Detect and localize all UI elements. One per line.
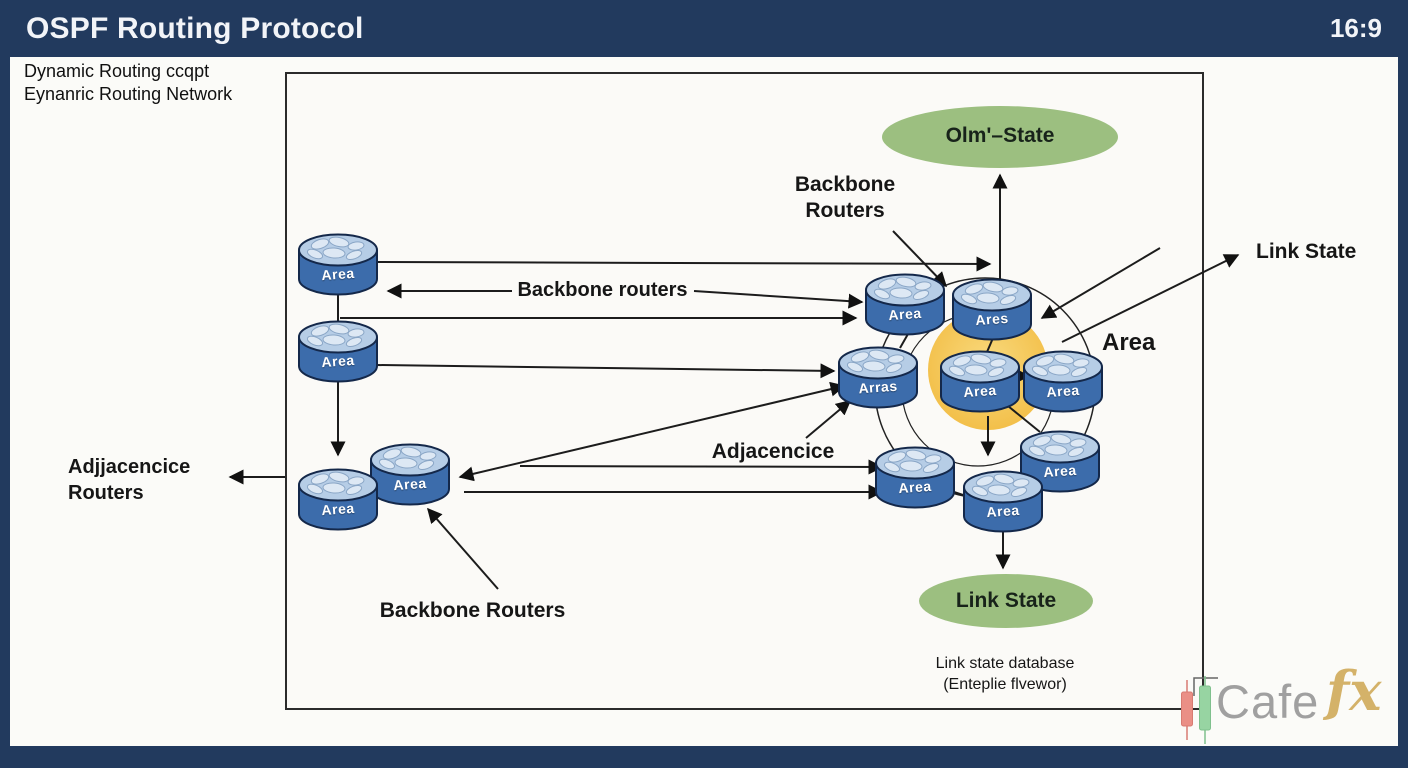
label-adjacency-center: Adjacencice [711, 440, 835, 463]
label-olm-state: Olm'–State [945, 124, 1055, 147]
watermark-cafe-text: Cafe [1216, 675, 1320, 728]
label-line: (Enteplie flvewor) [943, 676, 1067, 693]
candlestick-icon [1181, 676, 1218, 744]
cafefx-watermark: Cafe fx [1178, 664, 1402, 748]
label-area-right: Area [1102, 329, 1156, 356]
label-link-state-bottom: Link State [955, 589, 1057, 612]
label-line: Routers [805, 199, 885, 222]
label-line: Backbone [794, 173, 896, 196]
subtitle-line-1: Dynamic Routing ccqpt [24, 61, 210, 81]
label-link-state-database: Link state database (Enteplie flvewor) [900, 653, 1110, 695]
label-backbone-routers-mid: Backbone routers [517, 279, 688, 301]
label-adjacency-routers-left: Adjjacencice Routers [68, 454, 190, 506]
label-line: Link state database [935, 655, 1075, 672]
label-backbone-routers-top: Backbone Routers [770, 172, 920, 224]
aspect-ratio-badge: 16:9 [1329, 13, 1382, 43]
label-backbone-routers-bottom: Backbone Routers [379, 599, 566, 622]
app-header: OSPF Routing Protocol 16:9 [0, 0, 1408, 57]
label-link-state-right: Link State [1256, 240, 1357, 263]
subtitle-block: Dynamic Routing ccqpt Eynanric Routing N… [24, 60, 232, 106]
label-line: Adjjacencice [68, 456, 191, 478]
page-title: OSPF Routing Protocol [26, 11, 364, 45]
label-line: Routers [68, 482, 144, 504]
subtitle-line-2: Eynanric Routing Network [24, 84, 233, 104]
watermark-fx-text: fx [1326, 659, 1382, 723]
